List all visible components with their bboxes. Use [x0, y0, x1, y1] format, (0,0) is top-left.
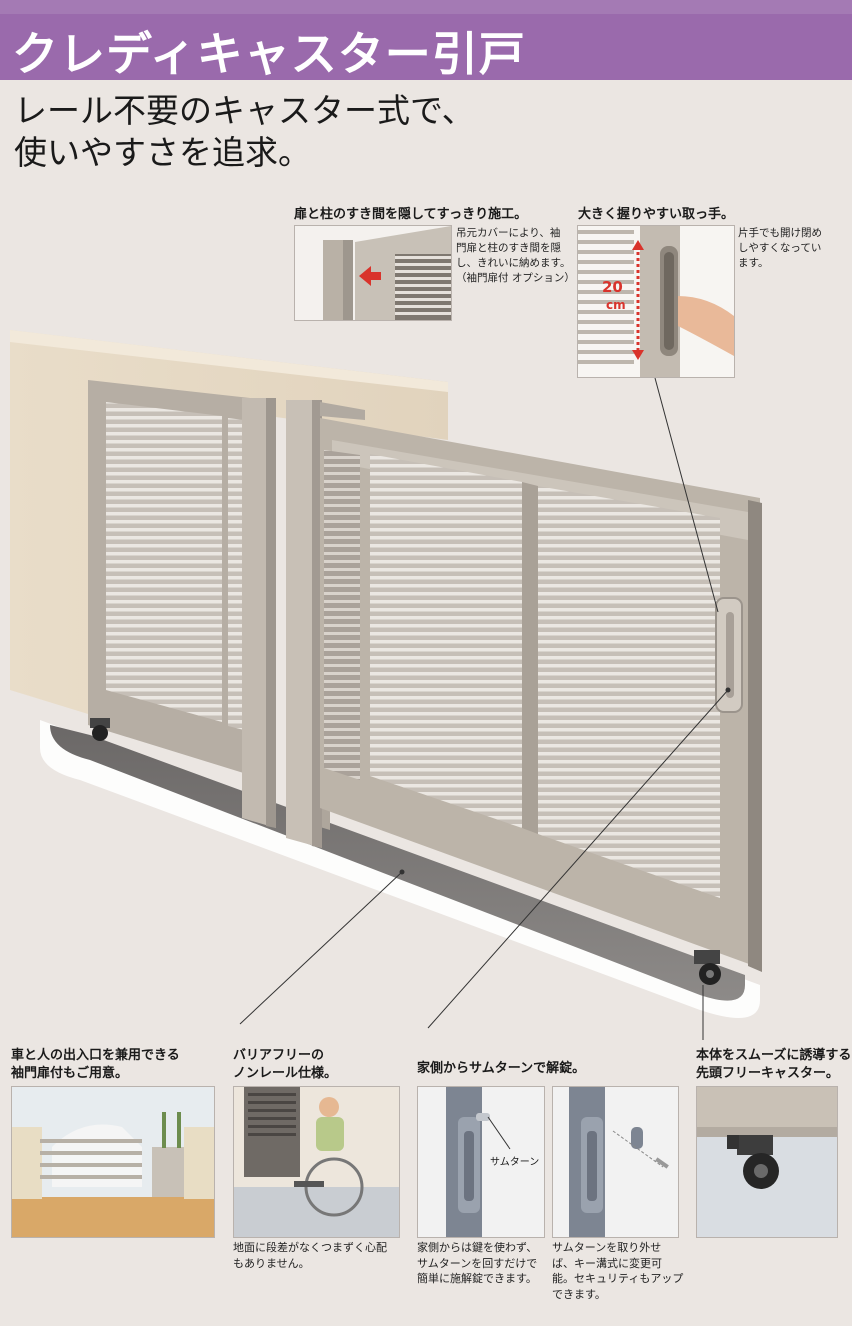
- feature-caster-caption: 本体をスムーズに誘導する 先頭フリーキャスター。: [696, 1048, 852, 1081]
- slat-panel-right: [538, 486, 720, 898]
- feature-thumbturn-caption: 家側からサムターンで解錠。: [417, 1061, 586, 1076]
- gap-cover-note: 吊元カバーにより、袖 門扉と柱のすき間を隠 し、きれいに納めます。 （袖門扉付 …: [456, 227, 575, 284]
- thumbturn-label: サムターン: [490, 1157, 540, 1168]
- feature-barrier-free-caption: バリアフリーの ノンレール仕様。: [233, 1048, 338, 1081]
- handle-photo: 20 cm: [577, 225, 735, 378]
- handle-measure-unit: cm: [606, 298, 626, 312]
- handle-measure: 20: [602, 278, 623, 296]
- feature-caster-photo: [696, 1086, 838, 1238]
- page-title: クレディキャスター引戸: [12, 27, 526, 81]
- slat-panel-left: [370, 454, 522, 828]
- feature-key-groove-desc: サムターンを取り外せ ば、キー溝式に変更可 能。セキュリティもアップ できます。: [552, 1241, 684, 1301]
- gap-cover-caption: 扉と柱のすき間を隠してすっきり施工。: [294, 207, 528, 222]
- caster-front: [694, 950, 721, 985]
- gap-cover-photo: [294, 225, 452, 321]
- feature-barrier-free-photo: [233, 1086, 400, 1238]
- title-bar-stripe: [0, 0, 852, 14]
- feature-barrier-free-desc: 地面に段差がなくつまずく心配 もありません。: [233, 1241, 387, 1270]
- handle-caption: 大きく握りやすい取っ手。: [578, 207, 735, 222]
- title-bar: クレディキャスター引戸: [0, 0, 852, 81]
- red-arrow-icon: [359, 266, 381, 286]
- feature-side-gate-photo: [11, 1086, 215, 1238]
- feature-thumbturn-desc: 家側からは鍵を使わず、 サムターンを回すだけで 簡単に施解錠できます。: [417, 1241, 538, 1285]
- gate-illustration: [10, 330, 762, 1040]
- feature-thumbturn-photo: サムターン: [417, 1086, 545, 1238]
- caster-back: [90, 718, 110, 741]
- floor-shadow: [50, 725, 745, 1001]
- handle-note: 片手でも開け閉め しやすくなってい ます。: [738, 227, 822, 269]
- subtitle: レール不要のキャスター式で、 使いやすさを追求。: [14, 91, 475, 172]
- feature-key-groove-photo: [552, 1086, 679, 1238]
- feature-side-gate-caption: 車と人の出入口を兼用できる 袖門扉付もご用意。: [11, 1048, 180, 1081]
